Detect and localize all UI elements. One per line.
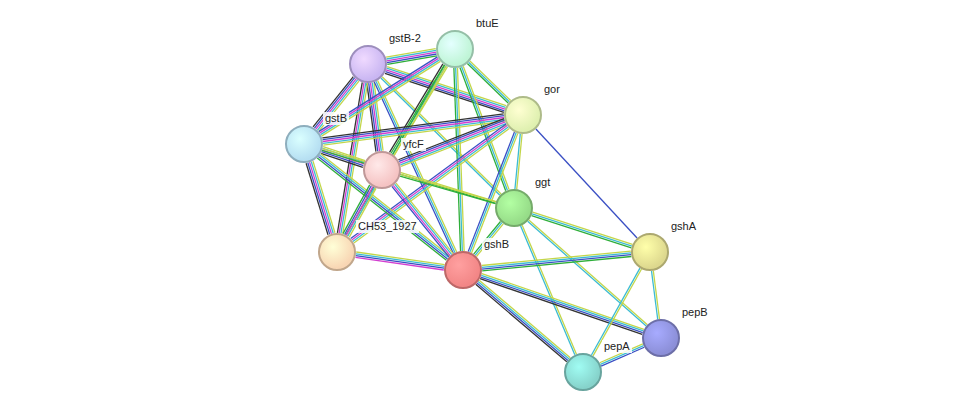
node-label: gor — [542, 83, 562, 96]
evidence-strand — [317, 80, 357, 130]
evidence-strand — [482, 257, 631, 271]
evidence-strand — [355, 257, 443, 270]
evidence-strand — [322, 114, 503, 138]
evidence-strand — [311, 162, 333, 234]
interaction-edge — [306, 161, 335, 235]
interaction-edge — [385, 67, 506, 113]
node-label: gshA — [669, 220, 698, 233]
evidence-strand — [356, 252, 444, 265]
evidence-strand — [323, 116, 504, 140]
evidence-strand — [310, 162, 332, 234]
evidence-strand — [322, 150, 496, 203]
evidence-strand — [314, 78, 354, 128]
protein-node: yfcF — [363, 151, 401, 189]
evidence-strand — [387, 56, 437, 65]
evidence-strand — [482, 253, 631, 267]
evidence-strand — [515, 134, 520, 189]
node-label: CH53_1927 — [356, 220, 419, 233]
protein-node: gstB-2 — [349, 45, 387, 83]
node-label: yfcF — [401, 138, 426, 151]
node-label: gstB — [323, 112, 349, 125]
node-label: btuE — [474, 17, 501, 30]
protein-node: ggt — [495, 189, 533, 227]
protein-node: gshA — [631, 233, 669, 271]
evidence-strand — [482, 255, 631, 269]
evidence-strand — [322, 149, 496, 202]
evidence-strand — [593, 269, 641, 356]
interaction-edge — [467, 61, 510, 103]
evidence-strand — [400, 124, 506, 165]
protein-node: gshB — [444, 251, 482, 289]
evidence-strand — [319, 81, 359, 131]
protein-node: gor — [504, 96, 542, 134]
interaction-edge — [313, 77, 359, 132]
evidence-strand — [476, 284, 567, 361]
evidence-strand — [356, 254, 444, 267]
evidence-strand — [313, 77, 353, 127]
protein-node: pepA — [564, 353, 602, 391]
evidence-strand — [367, 83, 376, 151]
evidence-strand — [323, 147, 365, 161]
evidence-strand — [386, 70, 505, 109]
protein-node: CH53_1927 — [318, 233, 356, 271]
evidence-strand — [401, 125, 507, 166]
interaction-edge — [400, 174, 496, 203]
interaction-edge — [482, 251, 632, 271]
evidence-strand — [354, 128, 509, 242]
evidence-strand — [396, 183, 453, 253]
node-label: pepA — [602, 340, 632, 353]
evidence-strand — [479, 280, 570, 357]
evidence-strand — [482, 274, 644, 330]
evidence-strand — [477, 283, 568, 360]
evidence-strand — [369, 83, 378, 151]
evidence-strand — [306, 163, 328, 235]
evidence-strand — [353, 127, 508, 241]
node-label: ggt — [533, 176, 552, 189]
node-label: pepB — [680, 306, 710, 319]
evidence-strand — [400, 176, 495, 203]
evidence-strand — [387, 52, 437, 61]
interaction-edge — [532, 212, 633, 248]
protein-node: btuE — [436, 30, 474, 68]
evidence-strand — [316, 79, 356, 129]
interaction-edge — [515, 134, 522, 189]
evidence-strand — [532, 216, 632, 248]
evidence-strand — [401, 174, 496, 201]
evidence-strand — [591, 268, 639, 355]
interaction-edge — [322, 149, 496, 204]
evidence-strand — [390, 64, 443, 152]
evidence-strand — [532, 214, 632, 246]
evidence-strand — [529, 220, 648, 325]
evidence-strand — [387, 54, 437, 63]
evidence-strand — [308, 163, 330, 235]
interaction-edge — [652, 271, 660, 320]
interaction-edge — [355, 252, 444, 270]
evidence-strand — [478, 282, 569, 359]
evidence-strand — [356, 256, 444, 269]
interaction-edge — [476, 280, 571, 362]
node-label: gshB — [482, 238, 511, 251]
protein-node: pepB — [642, 319, 680, 357]
protein-node: gstB — [285, 125, 323, 163]
interaction-edge — [591, 268, 641, 356]
node-label: gstB-2 — [387, 32, 423, 45]
evidence-strand — [652, 271, 658, 319]
evidence-strand — [470, 61, 511, 101]
